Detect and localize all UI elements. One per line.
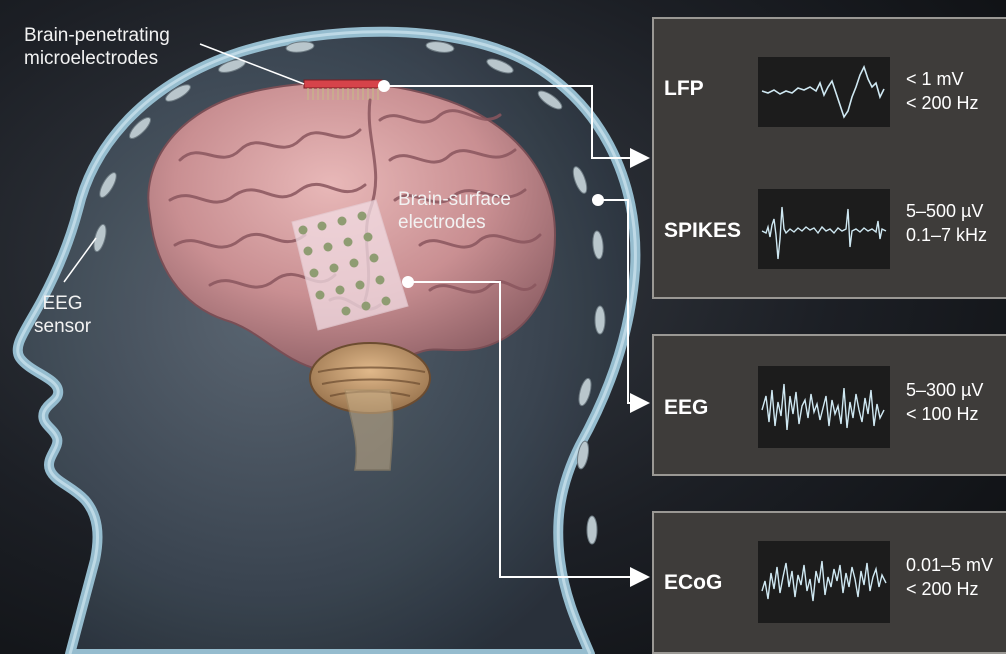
signal-row-ecog: ECoG 0.01–5 mV < 200 Hz: [654, 531, 1006, 631]
signal-name-eeg: EEG: [664, 396, 708, 420]
panel-eeg-signal: EEG 5–300 µV < 100 Hz: [652, 334, 1006, 476]
microelectrodes-label-line2: microelectrodes: [24, 47, 170, 70]
surface-electrodes-label-line1: Brain-surface: [398, 188, 511, 211]
eeg-sensor-label-line2: sensor: [34, 315, 91, 338]
signal-spec-ecog: 0.01–5 mV < 200 Hz: [906, 553, 993, 601]
signal-frequency-ecog: < 200 Hz: [906, 577, 993, 601]
signal-amplitude-lfp: < 1 mV: [906, 67, 979, 91]
signal-name-ecog: ECoG: [664, 571, 722, 595]
signal-spec-lfp: < 1 mV < 200 Hz: [906, 67, 979, 115]
trace-lfp: [758, 57, 890, 127]
microelectrodes-label: Brain-penetrating microelectrodes: [24, 24, 170, 70]
surface-electrodes-label: Brain-surface electrodes: [398, 188, 511, 234]
signal-name-lfp: LFP: [664, 77, 704, 101]
signal-row-lfp: LFP < 1 mV < 200 Hz: [654, 49, 1006, 149]
signal-amplitude-ecog: 0.01–5 mV: [906, 553, 993, 577]
signal-amplitude-spikes: 5–500 µV: [906, 199, 987, 223]
signal-row-spikes: SPIKES 5–500 µV 0.1–7 kHz: [654, 179, 1006, 279]
eeg-sensor-label: EEG sensor: [34, 292, 91, 338]
trace-eeg: [758, 366, 890, 448]
surface-electrodes-label-line2: electrodes: [398, 211, 511, 234]
signal-frequency-lfp: < 200 Hz: [906, 91, 979, 115]
trace-spikes: [758, 189, 890, 269]
signal-name-spikes: SPIKES: [664, 219, 741, 243]
panel-ecog-signal: ECoG 0.01–5 mV < 200 Hz: [652, 511, 1006, 654]
trace-ecog: [758, 541, 890, 623]
signal-frequency-spikes: 0.1–7 kHz: [906, 223, 987, 247]
signal-spec-eeg: 5–300 µV < 100 Hz: [906, 378, 983, 426]
signal-spec-spikes: 5–500 µV 0.1–7 kHz: [906, 199, 987, 247]
eeg-sensor-label-line1: EEG: [34, 292, 91, 315]
signal-frequency-eeg: < 100 Hz: [906, 402, 983, 426]
signal-amplitude-eeg: 5–300 µV: [906, 378, 983, 402]
microelectrodes-label-line1: Brain-penetrating: [24, 24, 170, 47]
panel-microelectrode-signals: LFP < 1 mV < 200 Hz SPIKES 5–500 µV 0.1–…: [652, 17, 1006, 299]
signal-row-eeg: EEG 5–300 µV < 100 Hz: [654, 356, 1006, 456]
